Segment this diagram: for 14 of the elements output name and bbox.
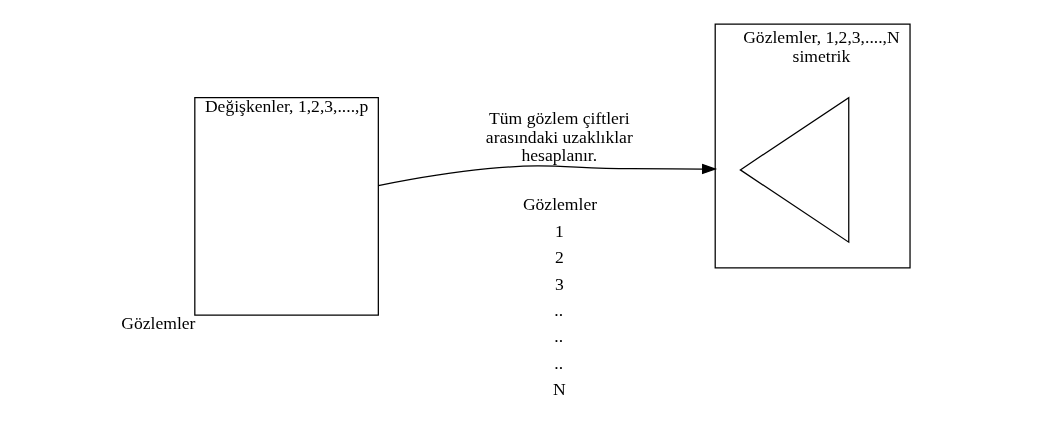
label: 1 — [554, 220, 564, 241]
label: .. — [553, 299, 563, 320]
label: 3 — [554, 273, 564, 294]
node-label: Gözlemler — [120, 312, 195, 333]
edge-label: Tüm gözlem çiftleri arasındaki uzaklıklar hesaplanır. — [485, 107, 633, 165]
label: .. — [553, 352, 563, 373]
label: Gözlemler — [522, 193, 597, 214]
cluster: Gözlemler, 1,2,3,....,N simetrik — [714, 22, 911, 269]
node-box: Değişkenler, 1,2,3,....,p — [193, 96, 379, 316]
arrow — [377, 163, 717, 186]
label: .. — [553, 325, 563, 346]
label: N — [552, 378, 566, 399]
node-triangle — [738, 95, 849, 243]
label: 2 — [554, 246, 564, 267]
